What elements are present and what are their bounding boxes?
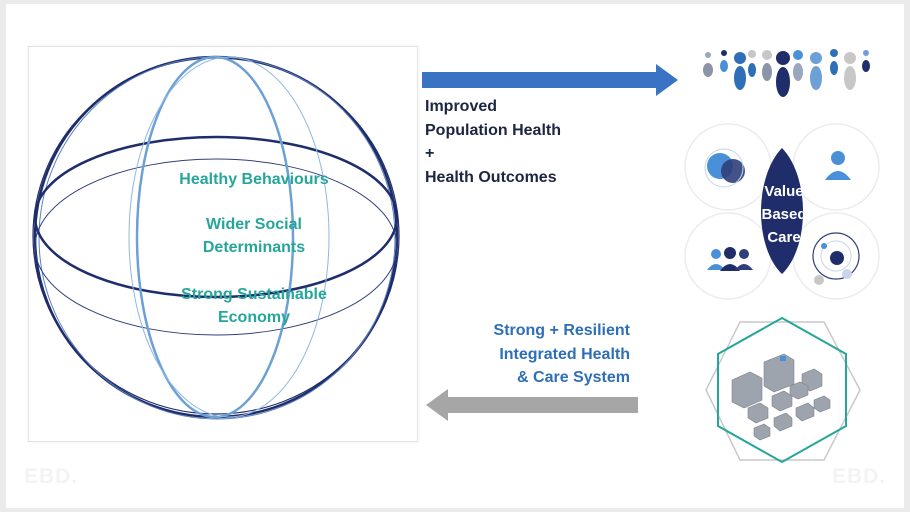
globe-wireframe-icon xyxy=(32,55,400,420)
value-based-care-diagram xyxy=(684,123,880,300)
outcome-label: Improved Population Health + Health Outc… xyxy=(425,98,561,186)
venn-circles-icon xyxy=(704,148,745,188)
strong-sustainable-economy-label: Strong Sustainable Economy xyxy=(181,286,327,326)
group-of-people-icon xyxy=(707,247,753,271)
person-icon xyxy=(825,151,851,180)
watermark-left: EBD. xyxy=(24,465,79,488)
value-based-care-label: Value Based Care xyxy=(761,183,807,246)
city-buildings-icon xyxy=(705,316,861,464)
left-arrow-icon xyxy=(426,389,638,421)
network-dots-icon xyxy=(812,232,860,285)
healthy-behaviours-label: Healthy Behaviours xyxy=(179,171,329,188)
right-arrow-icon xyxy=(422,64,678,96)
wider-social-determinants-label: Wider Social Determinants xyxy=(202,216,306,256)
globe-panel: Healthy Behaviours Wider Social Determin… xyxy=(28,46,418,442)
vesica-shape xyxy=(761,148,803,274)
care-system-label: Strong + Resilient Integrated Health & C… xyxy=(493,322,630,386)
population-dots-icon xyxy=(703,49,870,97)
watermark-right: EBD. xyxy=(832,465,887,488)
